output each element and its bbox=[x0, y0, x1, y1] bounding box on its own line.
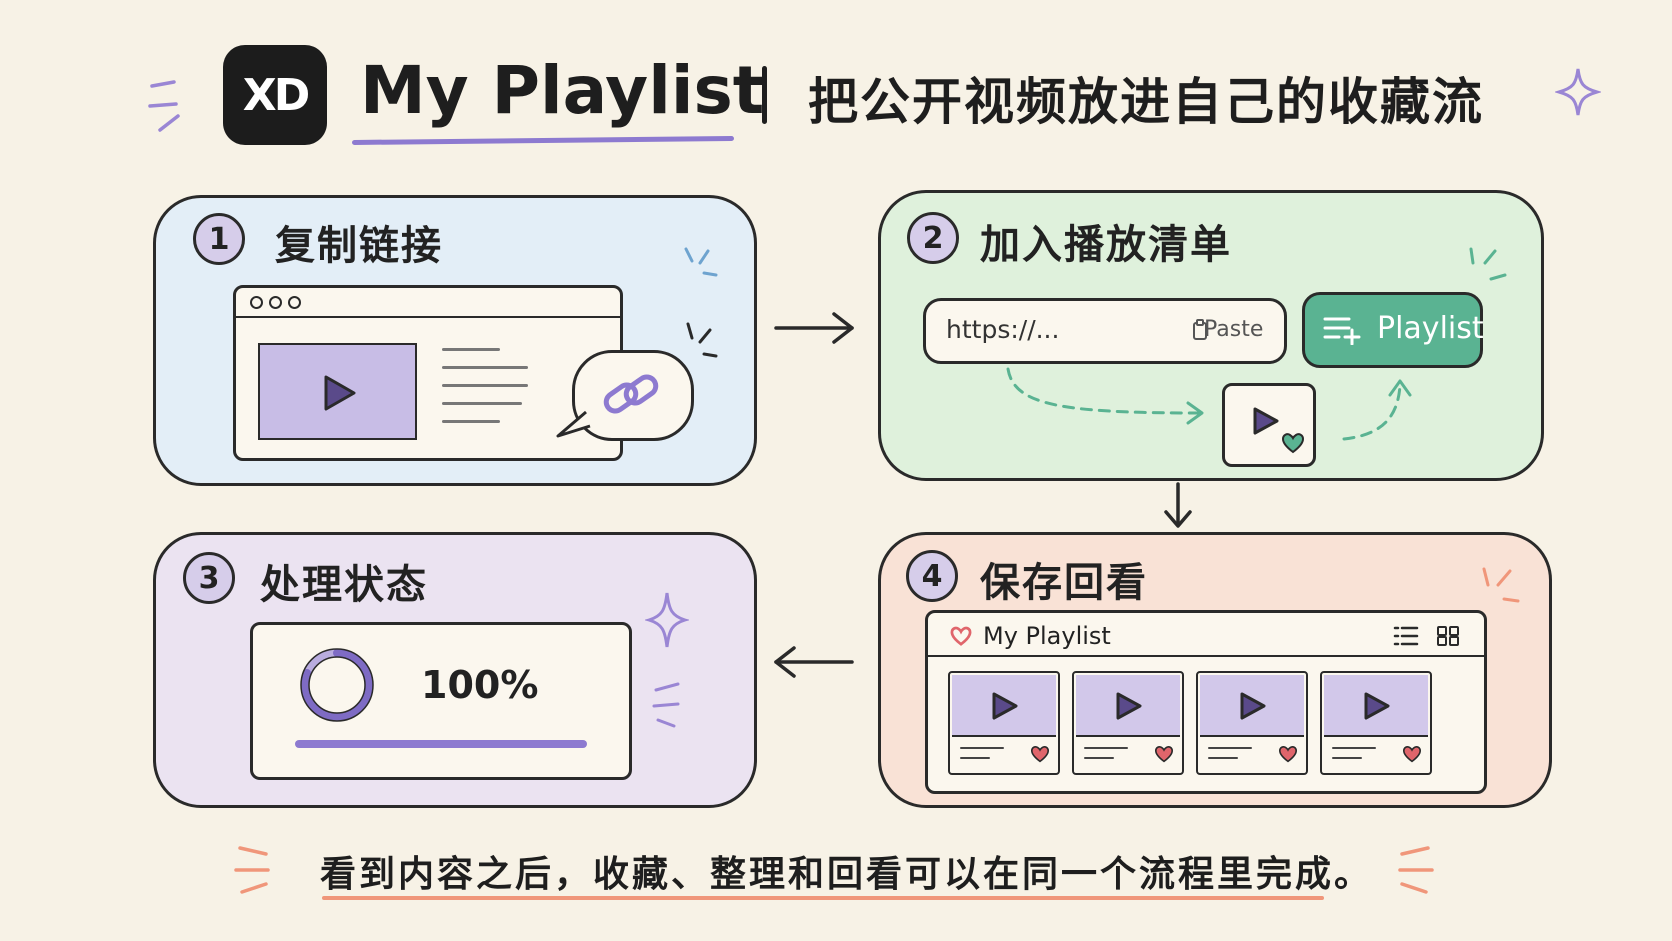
text-line bbox=[442, 384, 528, 387]
list-view-icon[interactable] bbox=[1393, 625, 1419, 647]
playlist-window: My Playlist bbox=[925, 610, 1487, 794]
text-line bbox=[1084, 757, 1114, 759]
video-tile[interactable] bbox=[1196, 671, 1308, 775]
sparkle-icon bbox=[1555, 68, 1601, 116]
window-dot bbox=[269, 296, 282, 309]
playlist-add-icon bbox=[1323, 317, 1361, 345]
step-title-4: 保存回看 bbox=[980, 560, 1148, 606]
spark-lines bbox=[1469, 247, 1507, 281]
video-thumbnail bbox=[1200, 675, 1304, 737]
heart-icon[interactable] bbox=[1278, 745, 1298, 763]
text-line bbox=[442, 366, 528, 369]
link-bubble bbox=[572, 350, 694, 441]
page-subtitle: 把公开视频放进自己的收藏流 bbox=[808, 73, 1484, 131]
step-title-2: 加入播放清单 bbox=[980, 222, 1232, 268]
footer-spark-right bbox=[1398, 846, 1434, 894]
text-line bbox=[1332, 757, 1362, 759]
play-icon bbox=[1116, 692, 1142, 720]
video-tile[interactable] bbox=[1320, 671, 1432, 775]
progress-percentage: 100% bbox=[421, 663, 539, 707]
grid-view-icon[interactable] bbox=[1436, 625, 1460, 647]
url-input-text: https://... bbox=[946, 315, 1060, 344]
dashed-flow-arrow bbox=[1342, 379, 1412, 441]
spinner-icon bbox=[300, 648, 374, 722]
browser-toolbar bbox=[236, 316, 620, 318]
spark-lines bbox=[1482, 567, 1520, 603]
title-underline bbox=[351, 136, 735, 145]
video-thumbnail bbox=[1324, 675, 1428, 737]
step-number-3: 3 bbox=[183, 552, 235, 604]
arrow-down bbox=[1164, 482, 1192, 528]
text-line bbox=[960, 747, 1004, 749]
text-line bbox=[1084, 747, 1128, 749]
heart-icon bbox=[950, 626, 972, 646]
step-title-3: 处理状态 bbox=[260, 562, 428, 608]
clipboard-icon bbox=[1193, 319, 1207, 340]
link-icon bbox=[603, 374, 659, 414]
title-divider bbox=[762, 66, 767, 124]
added-video-card bbox=[1222, 383, 1316, 467]
window-dot bbox=[288, 296, 301, 309]
sparkle-icon bbox=[645, 592, 689, 648]
bubble-tail bbox=[556, 410, 591, 438]
text-line bbox=[1208, 747, 1252, 749]
page-title: My Playlist bbox=[360, 52, 765, 129]
header-spark-left bbox=[148, 80, 180, 132]
progress-bar bbox=[295, 740, 587, 748]
footer-caption: 看到内容之后，收藏、整理和回看可以在同一个流程里完成。 bbox=[320, 854, 1374, 895]
footer-spark-left bbox=[234, 846, 270, 894]
add-playlist-label: Playlist bbox=[1377, 311, 1484, 346]
step-number-4: 4 bbox=[906, 550, 958, 602]
play-icon bbox=[1240, 692, 1266, 720]
heart-icon[interactable] bbox=[1030, 745, 1050, 763]
arrow-right bbox=[774, 312, 854, 344]
arrow-left bbox=[774, 646, 854, 678]
play-icon bbox=[992, 692, 1018, 720]
spark-lines bbox=[686, 322, 718, 358]
video-thumbnail bbox=[952, 675, 1056, 737]
video-thumbnail bbox=[1076, 675, 1180, 737]
video-tile[interactable] bbox=[1072, 671, 1184, 775]
text-line bbox=[1208, 757, 1238, 759]
playlist-title: My Playlist bbox=[983, 622, 1111, 650]
video-thumbnail[interactable] bbox=[258, 343, 417, 440]
playlist-header-divider bbox=[928, 655, 1484, 657]
text-line bbox=[442, 420, 500, 423]
spark-lines bbox=[684, 247, 718, 277]
app-logo: XD bbox=[223, 45, 327, 145]
video-tile[interactable] bbox=[948, 671, 1060, 775]
paste-button[interactable]: Paste bbox=[1204, 317, 1264, 342]
play-icon bbox=[1364, 692, 1390, 720]
browser-window bbox=[233, 285, 623, 461]
play-icon bbox=[1253, 407, 1279, 435]
text-line bbox=[960, 757, 990, 759]
add-playlist-button[interactable]: Playlist bbox=[1302, 292, 1484, 368]
text-line bbox=[442, 402, 522, 405]
window-dot bbox=[250, 296, 263, 309]
progress-panel: 100% bbox=[250, 622, 632, 780]
play-icon bbox=[324, 375, 356, 411]
step-number-2: 2 bbox=[907, 212, 959, 264]
heart-icon bbox=[1281, 433, 1305, 454]
spark-lines bbox=[652, 682, 680, 728]
dashed-flow-arrow bbox=[1006, 367, 1204, 425]
url-input[interactable]: https://... Paste bbox=[923, 298, 1287, 364]
text-line bbox=[1332, 747, 1376, 749]
step-number-1: 1 bbox=[193, 213, 245, 265]
heart-icon[interactable] bbox=[1154, 745, 1174, 763]
text-line bbox=[442, 348, 500, 351]
logo-text: XD bbox=[242, 69, 310, 121]
footer-underline bbox=[322, 896, 1324, 900]
step-title-1: 复制链接 bbox=[275, 223, 443, 269]
heart-icon[interactable] bbox=[1402, 745, 1422, 763]
